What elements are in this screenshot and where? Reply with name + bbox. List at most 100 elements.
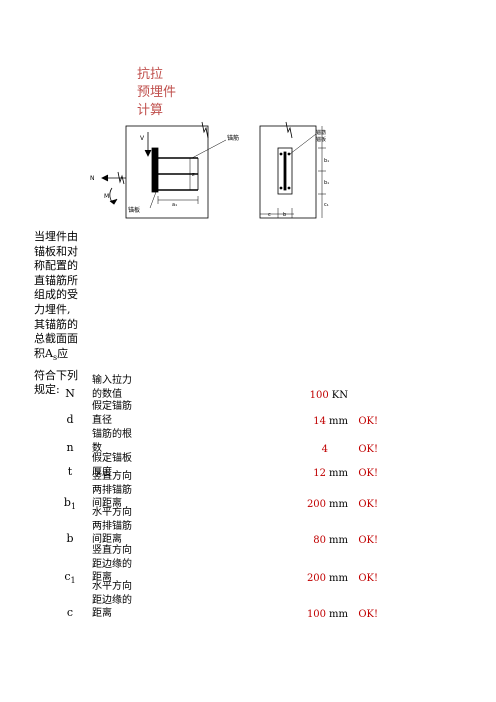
param-symbol-text: d: [66, 412, 74, 426]
param-description-line: 厚度: [92, 466, 112, 478]
param-description-line: 锚筋的根: [92, 429, 132, 440]
param-symbol: b: [60, 532, 80, 545]
n-label: N: [90, 175, 95, 182]
param-value-number[interactable]: 100: [306, 609, 327, 620]
param-description-line: 直径: [92, 414, 112, 426]
param-symbol-text: b: [66, 532, 74, 545]
c-label: c: [268, 212, 271, 218]
param-description-line: 距边缘的: [92, 558, 132, 570]
intro-line: 组成的受: [34, 288, 78, 302]
as-symbol: 积A: [34, 346, 53, 360]
a1-label: a₁: [172, 202, 177, 208]
param-description-line: 两排锚筋: [92, 520, 132, 532]
anchor-bar-label: 锚筋: [227, 134, 239, 142]
param-description: 竖直方向距边缘的距离: [92, 544, 152, 585]
z-label: z: [192, 172, 195, 178]
param-status: OK!: [358, 415, 378, 427]
anchor-plate-label: 锚板: [128, 206, 140, 214]
title-line: 抗拉: [137, 67, 164, 82]
param-description-line: 假定锚板: [92, 453, 132, 464]
param-symbol-text: n: [66, 440, 74, 454]
param-unit: mm: [329, 535, 348, 546]
param-symbol-text: b: [63, 496, 71, 509]
param-description: 输入拉力的数值: [92, 374, 152, 401]
param-status: OK!: [358, 443, 378, 455]
param-symbol-subscript: 1: [70, 576, 76, 586]
param-symbol: d: [60, 413, 80, 426]
param-symbol-text: t: [67, 464, 73, 478]
c1-label: c₁: [324, 202, 329, 208]
param-symbol: c1: [60, 570, 80, 585]
param-symbol: b1: [60, 496, 80, 511]
param-status: OK!: [358, 499, 378, 510]
param-description-line: 间距离: [92, 498, 122, 509]
intro-line: 锚板和对: [34, 244, 78, 258]
param-unit: mm: [329, 415, 348, 427]
param-value-number[interactable]: 12: [313, 467, 327, 479]
param-value-number[interactable]: 100: [309, 389, 329, 401]
param-description-line: 水平方向: [92, 507, 132, 518]
intro-line: 规定:: [34, 383, 60, 397]
param-description-line: 竖直方向: [92, 471, 132, 482]
param-description: 假定锚筋直径: [92, 400, 152, 427]
param-unit: mm: [329, 573, 348, 584]
param-value-number[interactable]: 14: [313, 415, 327, 427]
param-description-line: 间距离: [92, 534, 122, 545]
param-description: 锚筋的根数: [92, 428, 152, 455]
param-symbol: N: [60, 387, 80, 400]
intro-line: 符合下列: [34, 368, 78, 382]
front-view: b₁ b₁ c₁ c b 锚筋 锚板: [259, 121, 329, 219]
param-symbol-text: c: [64, 570, 71, 583]
param-description-line: 两排锚筋: [92, 484, 132, 496]
param-symbol: c: [60, 606, 80, 619]
param-value-number[interactable]: 80: [313, 535, 327, 546]
b-label: b: [283, 212, 286, 218]
param-value-number[interactable]: 200: [306, 499, 327, 510]
param-value-number[interactable]: 4: [321, 443, 328, 455]
intro-line: 当埋件由: [34, 230, 78, 243]
m-label: M: [104, 193, 109, 200]
side-view: 锚筋 锚板 V N M z a₁: [90, 121, 239, 219]
param-symbol-text: c: [66, 606, 74, 619]
param-description-line: 距边缘的: [92, 594, 132, 606]
embedded-part-diagram: 锚筋 锚板 V N M z a₁ b₁ b₁ c₁ c b 锚筋 锚板: [90, 121, 329, 219]
b1-label-top: b₁: [324, 158, 329, 164]
param-value-number[interactable]: 200: [306, 573, 327, 584]
param-status: OK!: [358, 609, 378, 620]
title-line: 预埋件: [137, 85, 177, 100]
v-label: V: [140, 135, 145, 142]
title-line: 计算: [137, 103, 164, 118]
b1-label-bottom: b₁: [324, 180, 329, 186]
param-symbol-text: N: [65, 386, 75, 400]
param-description: 水平方向两排锚筋间距离: [92, 506, 152, 547]
param-status: OK!: [358, 535, 378, 546]
param-symbol: n: [60, 441, 80, 454]
intro-line: 总截面面: [34, 332, 78, 346]
param-symbol-subscript: 1: [70, 502, 77, 512]
param-description-line: 竖直方向: [92, 545, 132, 556]
param-description-line: 水平方向: [92, 581, 132, 592]
param-unit: KN: [331, 389, 348, 401]
param-symbol: t: [60, 465, 80, 478]
intro-line: 其锚筋的: [34, 317, 78, 331]
param-description-line: 距离: [92, 608, 112, 619]
param-description: 竖直方向两排锚筋间距离: [92, 470, 152, 511]
param-description: 水平方向距边缘的距离: [92, 580, 152, 621]
param-description-line: 距离: [92, 572, 112, 583]
param-value[interactable]: 4: [280, 444, 348, 455]
intro-line: 称配置的: [34, 259, 78, 273]
param-status: OK!: [358, 467, 378, 479]
param-description-line: 输入拉力: [92, 375, 132, 386]
param-unit: mm: [329, 609, 348, 620]
param-description: 假定锚板厚度: [92, 452, 152, 479]
intro-paragraph: 当埋件由 锚板和对 称配置的 直锚筋所 组成的受 力埋件, 其锚筋的 总截面面 …: [34, 230, 94, 398]
intro-line-as: 积As应: [34, 347, 94, 366]
param-unit: mm: [329, 499, 348, 510]
